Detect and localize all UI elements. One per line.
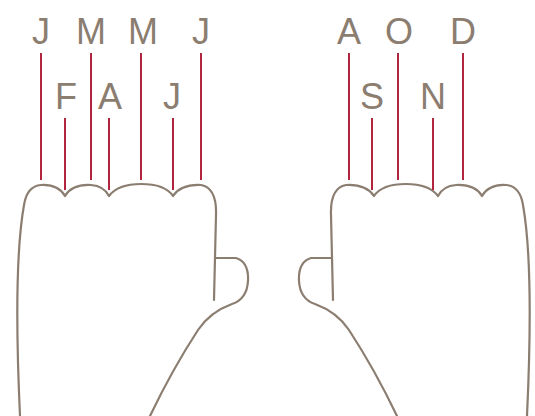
right-fist bbox=[299, 184, 530, 416]
fist-outline bbox=[331, 184, 530, 416]
leader-line bbox=[140, 53, 142, 180]
leader-line bbox=[90, 53, 92, 180]
month-letter: N bbox=[420, 79, 446, 115]
month-letter: O bbox=[385, 14, 413, 50]
thumb-outline bbox=[299, 258, 397, 416]
leader-line bbox=[397, 53, 399, 180]
leader-line bbox=[64, 118, 66, 190]
left-fist bbox=[17, 184, 248, 416]
month-letter: M bbox=[128, 14, 158, 50]
leader-line bbox=[200, 53, 202, 180]
leader-line bbox=[371, 118, 373, 190]
month-letter: F bbox=[55, 79, 77, 115]
month-letter: S bbox=[360, 79, 384, 115]
leader-line bbox=[172, 118, 174, 190]
leader-line bbox=[348, 53, 350, 180]
fist-outline bbox=[17, 184, 216, 416]
leader-line bbox=[432, 118, 434, 190]
leader-lines bbox=[41, 53, 463, 190]
month-letter: M bbox=[76, 14, 106, 50]
month-letter: J bbox=[32, 14, 50, 50]
month-letter: J bbox=[192, 14, 210, 50]
month-letter: J bbox=[163, 79, 181, 115]
month-letter: A bbox=[98, 79, 122, 115]
month-letter: A bbox=[337, 14, 361, 50]
leader-line bbox=[108, 118, 110, 190]
thumb-outline bbox=[150, 258, 248, 416]
month-letter: D bbox=[450, 14, 476, 50]
leader-line bbox=[40, 53, 42, 180]
leader-line bbox=[462, 53, 464, 180]
